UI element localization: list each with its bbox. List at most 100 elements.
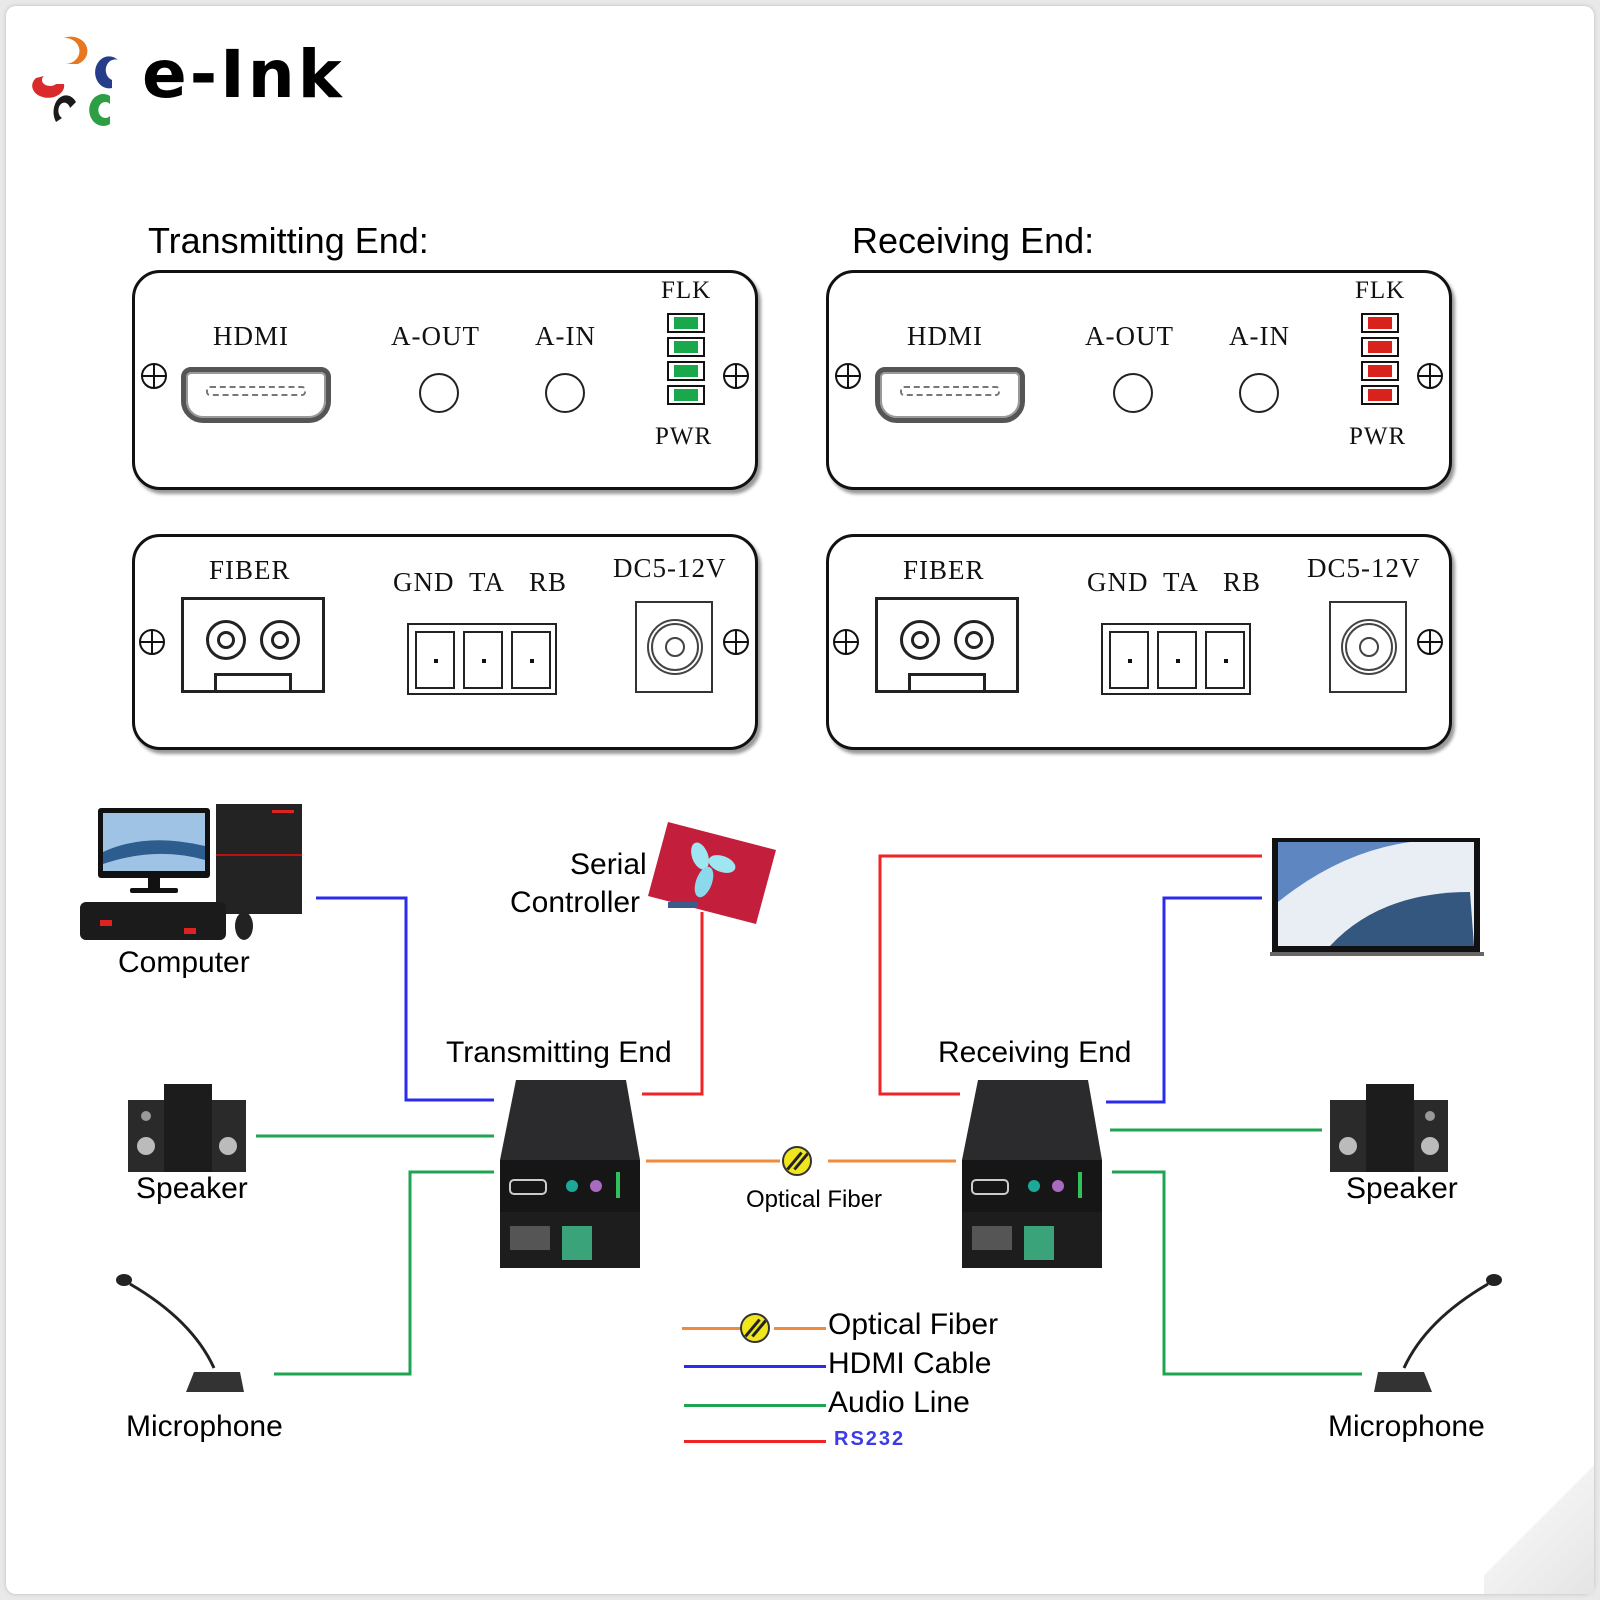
pwr-label: PWR [655,423,713,450]
computer-icon [80,804,302,940]
logo-swirl-red [32,76,65,98]
sc-connector-icon [206,620,246,660]
rs232-line [642,912,704,1096]
sc-connector-icon [954,620,994,660]
optical-fiber-label: Optical Fiber [746,1186,883,1213]
hdmi-label: HDMI [213,321,289,351]
receiving-rear-panel: FIBER GND TA RB DC5-12V [826,534,1452,750]
logo-mark-icon [32,36,118,126]
legend-swatch-audio [684,1404,826,1407]
screw-icon [139,629,165,655]
screw-icon [1417,629,1443,655]
brand-name: e-Ink [142,36,345,113]
flk-label: FLK [661,277,712,304]
fiber-label: FIBER [209,555,291,585]
audio-out-label: A-OUT [391,321,480,351]
hdmi-port-icon [181,367,331,423]
terminal-label-gnd: GND [393,567,455,597]
flk-label: FLK [1355,277,1406,304]
microphone-icon [116,1274,244,1392]
terminal-block-icon [1101,623,1251,695]
audio-line [1112,1170,1362,1376]
legend-label-audio-line: Audio Line [828,1386,970,1419]
speaker-icon [128,1084,246,1172]
speaker-right-label: Speaker [1346,1172,1458,1205]
computer-label: Computer [118,946,250,979]
logo-swirl-orange [64,36,88,64]
logo [26,24,346,134]
led-indicator-icon [667,313,705,333]
screw-icon [835,363,861,389]
dc-power-jack-icon [635,601,713,693]
speaker-left-label: Speaker [136,1172,248,1205]
hdmi-cable-line [1106,896,1262,1104]
legend-swatch-rs232 [684,1440,826,1443]
audio-out-jack-icon [1113,373,1153,413]
led-indicator-icon [667,337,705,357]
audio-in-jack-icon [545,373,585,413]
terminal-label-ta: TA [469,567,505,597]
hdmi-cable-line [316,896,494,1102]
led-indicator-icon [667,385,705,405]
audio-out-label: A-OUT [1085,321,1174,351]
hdmi-port-icon [875,367,1025,423]
transmitter-device-icon [500,1080,640,1268]
logo-swirl-black [53,95,76,122]
receiver-device-icon [962,1080,1102,1268]
receiving-front-panel: HDMI A-OUT A-IN FLK PWR [826,270,1452,490]
logo-swirl-green [89,94,110,126]
transmitting-end-label: Transmitting End [446,1036,672,1069]
sc-connector-icon [260,620,300,660]
microphone-left-label: Microphone [126,1410,283,1443]
audio-in-jack-icon [1239,373,1279,413]
fiber-port-icon [875,597,1019,693]
sc-connector-icon [900,620,940,660]
transmitting-front-panel: HDMI A-OUT A-IN FLK PWR [132,270,758,490]
led-indicator-icon [1361,385,1399,405]
fiber-port-icon [181,597,325,693]
serial-controller-label-line2: Controller [510,886,641,919]
screw-icon [723,629,749,655]
legend-label-rs232: RS232 [834,1428,906,1450]
fiber-label: FIBER [903,555,985,585]
microphone-right-label: Microphone [1328,1410,1485,1443]
serial-controller-icon [648,822,776,924]
speaker-icon [1330,1084,1448,1172]
page-curl-decoration [1484,1444,1594,1594]
terminal-label-rb: RB [529,567,568,597]
fiber-connector-icon [782,1146,812,1176]
legend-label-hdmi-cable: HDMI Cable [828,1347,992,1380]
fiber-connector-icon [740,1313,770,1343]
legend-swatch-optical-fiber [682,1327,742,1330]
audio-out-jack-icon [419,373,459,413]
led-indicator-icon [1361,313,1399,333]
screw-icon [141,363,167,389]
led-indicator-icon [1361,337,1399,357]
led-indicator-icon [667,361,705,381]
pwr-label: PWR [1349,423,1407,450]
screw-icon [723,363,749,389]
serial-controller-label-line1: Serial [570,848,647,881]
connection-lines [256,854,1362,1376]
terminal-label-gnd: GND [1087,567,1149,597]
logo-swirl-blue [95,56,118,89]
legend-swatch-hdmi [684,1365,826,1368]
transmitting-end-title: Transmitting End: [148,220,429,261]
receiving-end-label: Receiving End [938,1036,1132,1069]
led-indicator-icon [1361,361,1399,381]
terminal-block-icon [407,623,557,695]
transmitting-rear-panel: FIBER GND TA RB DC5-12V [132,534,758,750]
page: e-Ink Transmitting End: HDMI A-OUT A-IN … [6,6,1594,1594]
audio-line [274,1170,494,1376]
screw-icon [833,629,859,655]
hdmi-label: HDMI [907,321,983,351]
power-label: DC5-12V [1307,553,1421,583]
legend-label-optical-fiber: Optical Fiber [828,1308,999,1341]
power-label: DC5-12V [613,553,727,583]
dc-power-jack-icon [1329,601,1407,693]
audio-in-label: A-IN [1229,321,1290,351]
rs232-line [878,854,1262,1096]
tv-display-icon [1270,838,1484,956]
receiving-end-title: Receiving End: [852,220,1095,261]
terminal-label-ta: TA [1163,567,1199,597]
